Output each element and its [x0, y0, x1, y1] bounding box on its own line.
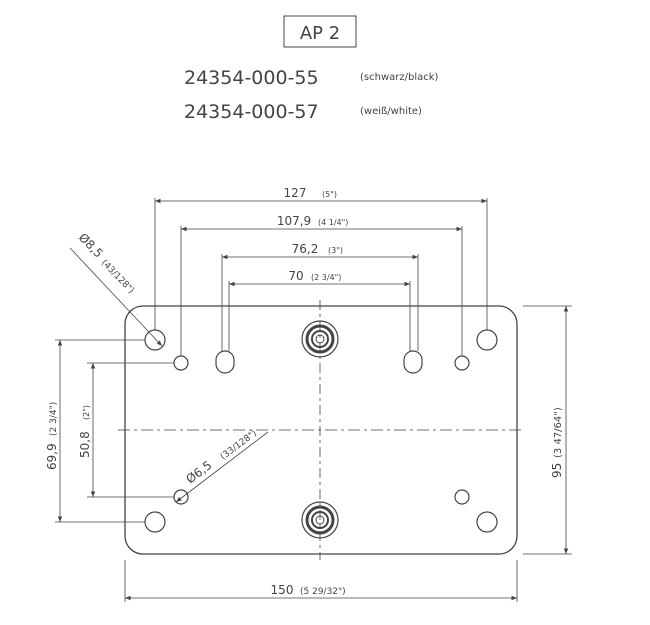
- dimension-107-9: 107,9 (4 1/4"): [180, 214, 463, 356]
- svg-text:127: 127: [284, 186, 307, 200]
- svg-text:Ø6,5: Ø6,5: [183, 458, 214, 486]
- svg-text:69,9: 69,9: [45, 443, 59, 470]
- part-number-1: 24354-000-55: [184, 67, 319, 89]
- slot-right: [403, 350, 423, 374]
- svg-text:(5"): (5"): [322, 190, 337, 199]
- svg-text:(33/128"): (33/128"): [219, 429, 259, 463]
- callout-hole-large: Ø8,5 (43/128"): [69, 230, 163, 347]
- callout-hole-small: Ø6,5 (33/128"): [175, 429, 269, 503]
- svg-text:(3 47/64"): (3 47/64"): [553, 407, 564, 458]
- dimension-150: 150 (5 29/32"): [124, 560, 518, 602]
- dimension-50-8: 50,8 (2"): [78, 362, 174, 498]
- svg-text:(3"): (3"): [328, 246, 343, 255]
- title-box: [283, 15, 357, 48]
- hole-large-top-left: [144, 329, 166, 351]
- svg-text:Ø8,5: Ø8,5: [76, 230, 106, 260]
- svg-text:(43/128"): (43/128"): [99, 258, 136, 296]
- dimension-95: 95 (3 47/64"): [523, 305, 572, 555]
- hole-small-top-right: [454, 355, 470, 371]
- slot-left: [215, 350, 235, 374]
- svg-text:70: 70: [288, 269, 303, 283]
- part-number-2: 24354-000-57: [184, 101, 319, 123]
- svg-text:107,9: 107,9: [277, 214, 311, 228]
- svg-text:(2 3/4"): (2 3/4"): [311, 273, 341, 282]
- svg-text:(5 29/32"): (5 29/32"): [300, 587, 346, 597]
- svg-text:150: 150: [271, 583, 294, 597]
- dimension-69-9: 69,9 (2 3/4"): [45, 339, 145, 523]
- dimension-127: 127 (5"): [154, 186, 488, 330]
- svg-text:(2 3/4"): (2 3/4"): [49, 402, 59, 436]
- svg-text:76,2: 76,2: [292, 242, 319, 256]
- part-variant-2: (weiß/white): [360, 106, 422, 117]
- part-variant-1: (schwarz/black): [360, 72, 439, 83]
- hole-large-bottom-left: [144, 511, 166, 533]
- svg-text:50,8: 50,8: [78, 431, 92, 458]
- insert-bottom: [301, 501, 339, 539]
- hole-small-top-left: [173, 355, 189, 371]
- insert-top: [301, 320, 339, 358]
- hole-large-bottom-right: [476, 511, 498, 533]
- svg-text:(2"): (2"): [82, 405, 91, 420]
- title-label: AP 2: [300, 23, 340, 44]
- dimension-76-2: 76,2 (3"): [221, 242, 419, 351]
- hole-large-top-right: [476, 329, 498, 351]
- svg-text:95: 95: [550, 463, 564, 478]
- hole-small-bottom-right: [454, 489, 470, 505]
- svg-text:(4 1/4"): (4 1/4"): [318, 218, 348, 227]
- dimension-70: 70 (2 3/4"): [228, 269, 411, 351]
